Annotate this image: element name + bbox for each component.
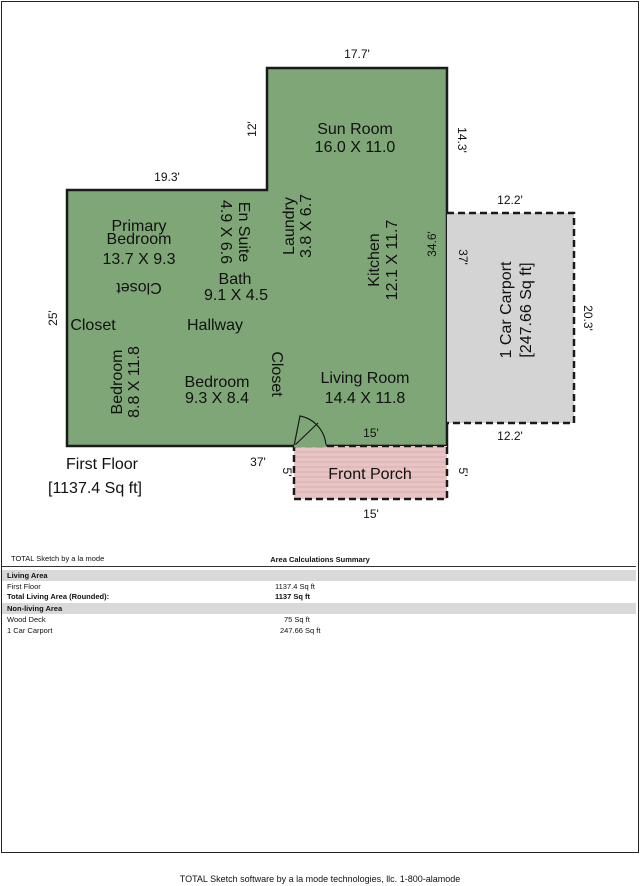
wood-deck-label: Wood Deck xyxy=(7,615,46,624)
floor-area: [1137.4 Sq ft] xyxy=(48,480,142,497)
label-front-porch: Front Porch xyxy=(328,466,412,483)
dim-carport-left: 37' xyxy=(456,249,470,265)
carport-outline xyxy=(447,211,576,425)
dim-left: 25' xyxy=(46,310,60,326)
total-living-label: Total Living Area (Rounded): xyxy=(7,592,110,601)
first-floor-label: First Floor xyxy=(7,582,41,591)
label-living-room: Living Room xyxy=(321,370,410,387)
dim-upper-left: 19.3' xyxy=(154,170,180,184)
footer-text: TOTAL Sketch software by a la mode techn… xyxy=(179,874,461,884)
dim-sun-right: 14.3' xyxy=(455,127,469,153)
label-primary-bedroom-2: Bedroom xyxy=(107,231,172,248)
label-kitchen-size: 12.1 X 11.7 xyxy=(384,220,401,301)
label-bath-size: 9.1 X 4.5 xyxy=(204,287,268,304)
living-area-shape xyxy=(65,66,449,448)
carport-area-value: 247.66 Sq ft xyxy=(280,626,321,635)
label-sun-room-size: 16.0 X 11.0 xyxy=(315,139,396,156)
floor-title: First Floor xyxy=(66,456,138,473)
label-laundry: Laundry xyxy=(281,197,298,255)
label-laundry-size: 3.8 X 6.7 xyxy=(298,194,315,258)
dim-porch-bottom: 15' xyxy=(363,507,379,521)
floor-plan: 17.7' 12' 14.3' 19.3' 25' 34.6' 37' 15' … xyxy=(46,47,595,521)
label-primary-bedroom-size: 13.7 X 9.3 xyxy=(103,251,176,268)
label-bedroom-3: Bedroom xyxy=(185,374,250,391)
label-primary-bedroom: Primary xyxy=(111,218,166,235)
porch-shape xyxy=(292,444,449,501)
living-area-header: Living Area xyxy=(2,570,636,581)
label-living-room-size: 14.4 X 11.8 xyxy=(325,390,406,407)
label-bedroom-3-size: 9.3 X 8.4 xyxy=(185,390,249,407)
dim-porch-right: 5' xyxy=(456,468,470,477)
software-tag: TOTAL Sketch by a la mode xyxy=(11,554,105,563)
dim-carport-top: 12.2' xyxy=(497,193,523,207)
wood-deck-value: 75 Sq ft xyxy=(284,615,310,624)
dim-right-main: 34.6' xyxy=(425,231,439,257)
dim-bottom-main: 37' xyxy=(250,455,266,469)
label-bedroom-2: Bedroom xyxy=(109,350,126,415)
label-closet-left: Closet xyxy=(70,317,116,334)
label-sun-room: Sun Room xyxy=(317,121,393,138)
dim-porch-left: 5' xyxy=(280,468,294,477)
label-en-suite: En Suite xyxy=(235,202,252,263)
dim-carport-bottom: 12.2' xyxy=(497,429,523,443)
label-bath: Bath xyxy=(219,271,252,288)
dim-sun-left: 12' xyxy=(245,121,259,137)
nonliving-area-header: Non-living Area xyxy=(2,603,636,614)
dim-top: 17.7' xyxy=(344,47,370,61)
label-closet-primary: Closet xyxy=(116,279,162,296)
divider xyxy=(2,566,636,567)
label-kitchen: Kitchen xyxy=(366,233,383,286)
porch-hatch xyxy=(296,451,445,493)
label-carport: 1 Car Carport xyxy=(498,261,515,358)
summary-title: Area Calculations Summary xyxy=(270,555,370,564)
first-floor-value: 1137.4 Sq ft xyxy=(275,582,315,591)
label-hallway: Hallway xyxy=(187,317,243,334)
label-closet-right: Closet xyxy=(268,351,285,397)
label-bedroom-2-size: 8.8 X 11.8 xyxy=(126,346,143,418)
dim-bottom-inner: 15' xyxy=(363,426,379,440)
label-en-suite-size: 4.9 X 6.6 xyxy=(217,200,234,264)
label-carport-area: [247.66 Sq ft] xyxy=(518,262,535,357)
total-living-value: 1137 Sq ft xyxy=(275,592,311,601)
carport-shape xyxy=(447,213,574,423)
dim-carport-right: 20.3' xyxy=(581,305,595,331)
carport-area-label: 1 Car Carport xyxy=(7,626,53,635)
